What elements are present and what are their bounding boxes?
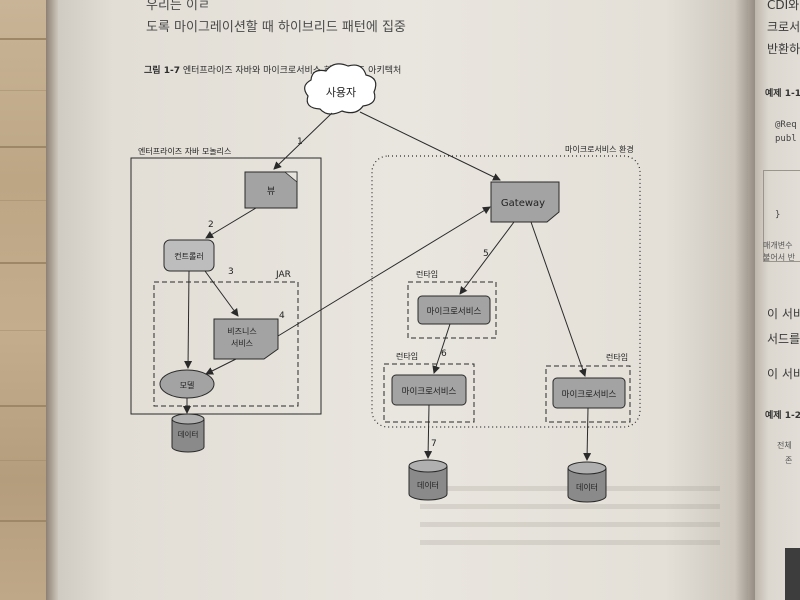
body-text-line: 우리는 이ㄹ [146,0,210,13]
example-heading: 예제 1-2 [765,411,800,421]
figure-number: 그림 1-7 [144,66,180,76]
desk-seam [0,146,60,148]
runtime-container [545,365,631,423]
right-page-text: 반환하 [767,42,800,56]
list-text: 존 [785,456,793,465]
right-page-text: CDI와 [767,0,800,12]
figure-caption: 그림 1-7 엔터프라이즈 자바와 마이크로서비스 하이브리드 아키텍처 [144,63,401,76]
step-number: 4 [279,311,285,321]
desk-grain [0,90,60,91]
connector-arrows [183,111,592,461]
bleed-through-line [420,540,720,545]
microservice-box [417,295,491,325]
controller-label: 컨트롤러 [174,251,203,261]
microservice-env-label: 마이크로서비스 환경 [565,144,634,154]
right-page-text: 이 서비 [767,307,800,321]
model-label: 모델 [180,381,195,390]
gateway-box [490,181,560,223]
arrow-user-to-gateway [359,111,501,181]
body-text-line: 도록 마이그레이션할 때 하이브리드 패턴에 집중 [146,20,406,35]
data-label: 데이터 [178,429,199,439]
user-cloud-icon [304,63,377,115]
step-number: 3 [228,267,234,277]
code-box [763,170,800,262]
gateway-label: Gateway [501,198,545,209]
arrow-microservice-to-data [583,407,592,461]
right-page-text: 이 서비 [767,367,800,381]
step-number: 5 [483,249,489,259]
microservice-environment-container [371,155,641,428]
view-box [244,171,298,209]
microservice-label: 마이크로서비스 [402,386,457,397]
example-heading: 예제 1-1 [765,89,800,99]
arrow-gateway-to-microservice [530,221,587,377]
arrow-business-to-model [205,358,237,375]
arrow-controller-to-business [204,270,239,317]
arrow-view-to-controller [205,207,257,239]
microservice-box [552,377,626,409]
dark-block [785,548,800,600]
business-service-box [213,318,279,360]
bleed-through-line [420,522,720,527]
data-cylinder-icon [408,459,448,501]
data-label: 데이터 [576,482,598,492]
runtime-label: 런타임 [416,269,438,279]
desk-seam [0,262,60,264]
arrow-gateway-to-microservice [459,221,515,295]
data-cylinder-icon [171,413,205,453]
microservice-label: 마이크로서비스 [427,306,482,317]
view-label: 뷰 [267,186,275,197]
note-text: 매개변수 [763,241,793,250]
business-label: 비즈니스 [227,326,256,336]
code-line: @Req [775,120,797,130]
step-number: 2 [208,220,214,230]
monolith-container [130,157,322,415]
monolith-label: 엔터프라이즈 자바 모놀리스 [138,146,231,156]
business-label: 서비스 [231,339,253,348]
desk-seam [0,520,60,522]
right-page: CDI와 크로서 반환하 예제 1-1 @Req publ } 매개변수 불어서… [755,0,800,600]
left-page [58,0,748,600]
jar-label: JAR [275,270,291,280]
runtime-label: 런타임 [396,351,418,361]
step-number: 7 [431,439,437,449]
desk-grain [0,330,60,331]
desk-seam [0,38,60,40]
jar-container [153,281,299,407]
arrow-controller-to-model [184,270,193,369]
code-line: } [775,210,781,220]
user-label: 사용자 [326,86,356,99]
note-text: 불어서 반 [763,253,795,262]
desk-grain [0,460,60,461]
runtime-label: 런타임 [606,352,628,362]
data-label: 데이터 [417,480,439,490]
runtime-container [407,281,497,339]
step-number: 6 [441,349,447,359]
right-page-text: 서드를 [767,332,800,346]
bleed-through-line [420,504,720,509]
microservice-label: 마이크로서비스 [562,389,617,400]
desk-grain [0,200,60,201]
right-page-text: 크로서 [767,20,800,34]
book-spine-shadow [735,0,757,600]
desk-seam [0,405,60,407]
arrow-user-to-view [273,112,333,170]
book-page-edge [46,0,60,600]
figure-title: 엔터프라이즈 자바와 마이크로서비스 하이브리드 아키텍처 [182,66,402,76]
arrow-business-to-gateway [277,206,491,337]
arrow-microservice-to-data [424,404,433,459]
code-line: publ [775,134,797,144]
list-text: 전체 [777,441,792,450]
data-cylinder-icon [567,461,607,503]
arrow-microservice-to-microservice [432,323,451,374]
step-number: 1 [297,137,303,147]
